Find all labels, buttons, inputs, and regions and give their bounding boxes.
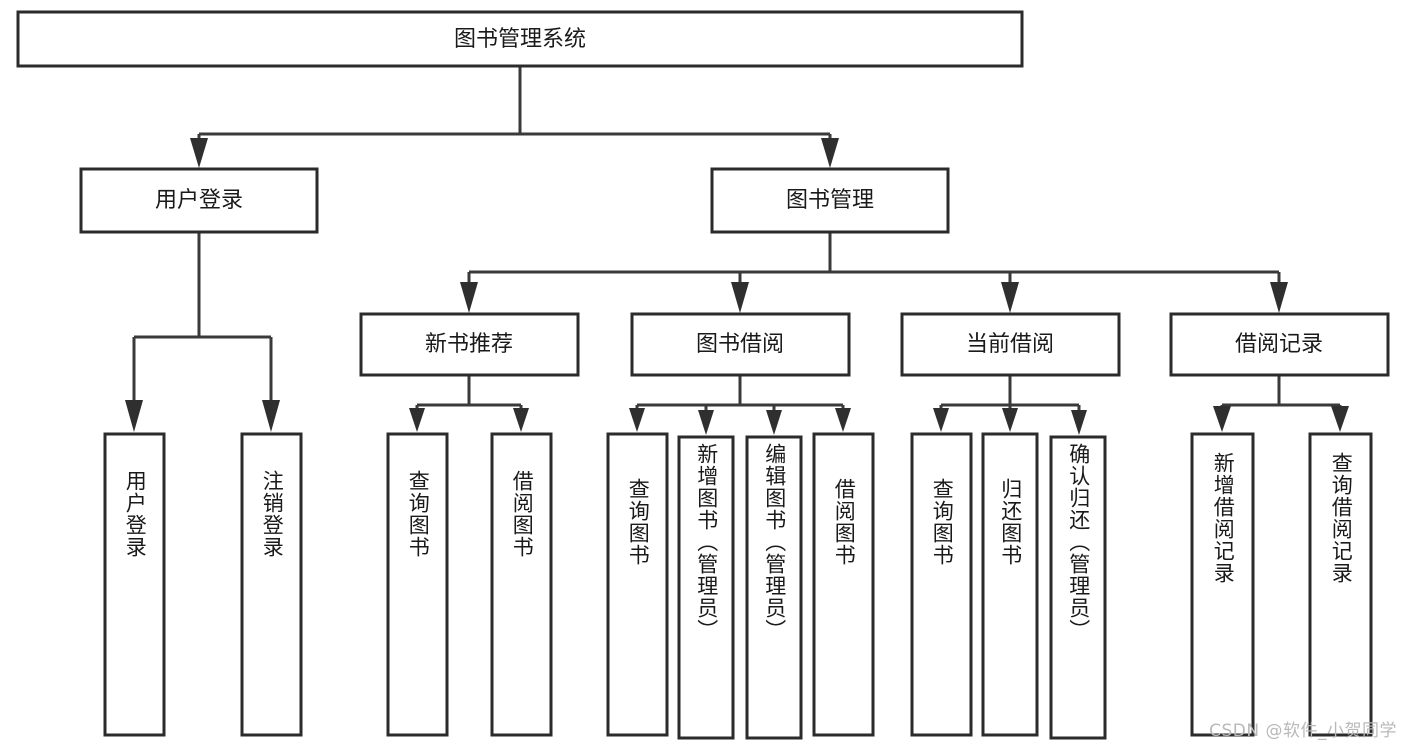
node-book-manage-label: 图书管理 [786, 188, 874, 213]
node-new-book-recommend-label: 新书推荐 [425, 332, 513, 357]
node-root-label: 图书管理系统 [454, 27, 586, 52]
arrow-to-current-borrow [1001, 282, 1019, 313]
edge-group-borrow-record-children [1213, 375, 1349, 432]
arrow-user-login-child-2 [262, 400, 280, 432]
edge-group-current-borrow-children [933, 375, 1087, 435]
leaf-box-user-login[interactable] [103, 432, 166, 737]
arrow-br-child-1 [1213, 406, 1231, 432]
node-current-borrow[interactable]: 当前借阅 [900, 312, 1121, 377]
leaf-box-cb-return-book[interactable] [981, 432, 1039, 737]
node-user-login-box[interactable] [79, 167, 319, 234]
node-borrow-record-box[interactable] [1169, 312, 1390, 377]
arrow-bb-child-3 [766, 410, 782, 435]
leaf-box-bb-edit-book[interactable] [745, 435, 803, 740]
arrow-to-book-borrow [731, 282, 749, 313]
arrow-bb-child-4 [835, 408, 851, 432]
node-book-manage[interactable]: 图书管理 [710, 167, 950, 234]
arrow-bb-child-1 [629, 408, 645, 432]
arrow-to-user-login [190, 138, 208, 168]
node-borrow-record[interactable]: 借阅记录 [1169, 312, 1390, 377]
node-new-book-recommend[interactable]: 新书推荐 [359, 312, 580, 377]
arrow-nbr-child-2 [513, 408, 529, 432]
leaf-box-bb-query-book[interactable] [606, 432, 669, 737]
node-root[interactable]: 图书管理系统 [16, 10, 1024, 68]
leaf-box-br-query-record[interactable] [1308, 432, 1373, 737]
edge-group-root-to-level1 [190, 66, 839, 168]
leaf-box-br-add-record[interactable] [1190, 432, 1255, 737]
arrow-to-book-manage [821, 138, 839, 168]
edge-group-new-book-recommend-children [409, 375, 529, 432]
arrow-cb-child-3 [1071, 410, 1087, 435]
csdn-watermark: CSDN @软件_小贺同学 [1209, 721, 1397, 741]
leaf-box-bb-add-book[interactable] [677, 435, 735, 740]
node-current-borrow-label: 当前借阅 [966, 332, 1054, 357]
edge-group-book-borrow-children [629, 375, 851, 435]
node-user-login[interactable]: 用户登录 [79, 167, 319, 234]
arrow-user-login-child-1 [125, 400, 143, 432]
edge-group-book-manage-children [460, 232, 1288, 313]
leaf-box-nbr-borrow-book[interactable] [490, 432, 553, 737]
arrow-cb-child-2 [1002, 408, 1018, 432]
arrow-cb-child-1 [933, 408, 949, 432]
node-new-book-recommend-box[interactable] [359, 312, 580, 377]
node-book-borrow-box[interactable] [630, 312, 851, 377]
node-user-login-label: 用户登录 [155, 188, 243, 213]
arrow-nbr-child-1 [409, 408, 425, 432]
arrow-to-new-book-recommend [460, 282, 478, 313]
leaf-box-cb-query-book[interactable] [910, 432, 973, 737]
node-book-borrow-label: 图书借阅 [696, 332, 784, 357]
node-book-borrow[interactable]: 图书借阅 [630, 312, 851, 377]
node-book-manage-box[interactable] [710, 167, 950, 234]
leaf-box-logout[interactable] [240, 432, 303, 737]
arrow-to-borrow-record [1270, 282, 1288, 313]
leaf-box-cb-confirm-return[interactable] [1049, 435, 1107, 740]
arrow-bb-child-2 [698, 410, 714, 435]
edge-group-user-login-children [125, 232, 280, 432]
node-root-box[interactable] [16, 10, 1024, 68]
node-current-borrow-box[interactable] [900, 312, 1121, 377]
leaf-box-bb-borrow-book[interactable] [812, 432, 875, 737]
leaf-box-nbr-query-book[interactable] [386, 432, 449, 737]
arrow-br-child-2 [1331, 406, 1349, 432]
node-borrow-record-label: 借阅记录 [1235, 332, 1323, 357]
